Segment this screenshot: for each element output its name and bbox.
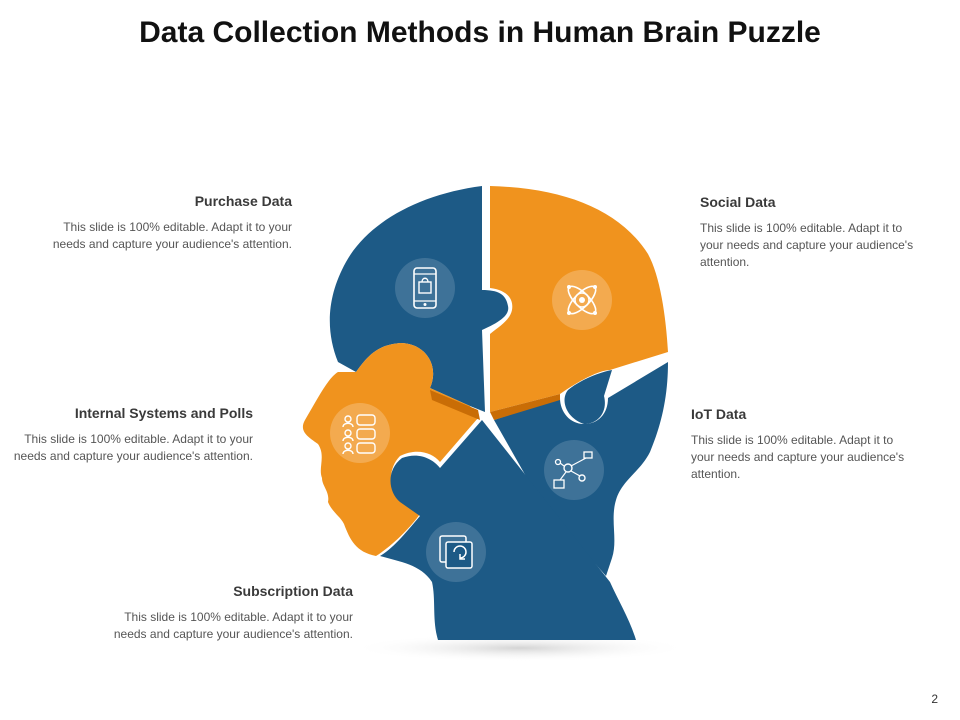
atom-network-icon (552, 270, 612, 330)
subscription-data-title: Subscription Data (233, 583, 353, 599)
label-subscription-data: Subscription Data This slide is 100% edi… (108, 583, 353, 643)
purchase-data-title: Purchase Data (194, 193, 292, 209)
label-purchase-data: Purchase Data This slide is 100% editabl… (47, 193, 292, 253)
puzzle-divider-shadow (430, 390, 480, 420)
users-list-icon (330, 403, 390, 463)
internal-systems-title: Internal Systems and Polls (74, 405, 253, 421)
purchase-data-body: This slide is 100% editable. Adapt it to… (52, 220, 292, 251)
social-data-title: Social Data (700, 194, 776, 210)
subscription-renew-icon (426, 522, 486, 582)
puzzle-piece-social (490, 186, 668, 412)
label-social-data: Social Data This slide is 100% editable.… (700, 194, 915, 271)
head-shadow (350, 634, 690, 662)
mobile-shopping-icon (395, 258, 455, 318)
iot-data-title: IoT Data (691, 406, 747, 422)
puzzle-piece-iot (564, 370, 612, 424)
social-data-body: This slide is 100% editable. Adapt it to… (700, 221, 914, 269)
internal-systems-body: This slide is 100% editable. Adapt it to… (13, 432, 253, 463)
label-iot-data: IoT Data This slide is 100% editable. Ad… (691, 406, 906, 483)
page-number: 2 (931, 692, 938, 706)
iot-data-body: This slide is 100% editable. Adapt it to… (691, 433, 905, 481)
puzzle-piece-subscription (380, 420, 636, 640)
label-internal-systems: Internal Systems and Polls This slide is… (8, 405, 253, 465)
puzzle-piece-purchase (329, 186, 509, 412)
puzzle-divider-shadow-right (490, 394, 560, 420)
subscription-data-body: This slide is 100% editable. Adapt it to… (113, 610, 353, 641)
page-title: Data Collection Methods in Human Brain P… (139, 16, 821, 49)
iot-network-icon (544, 440, 604, 500)
